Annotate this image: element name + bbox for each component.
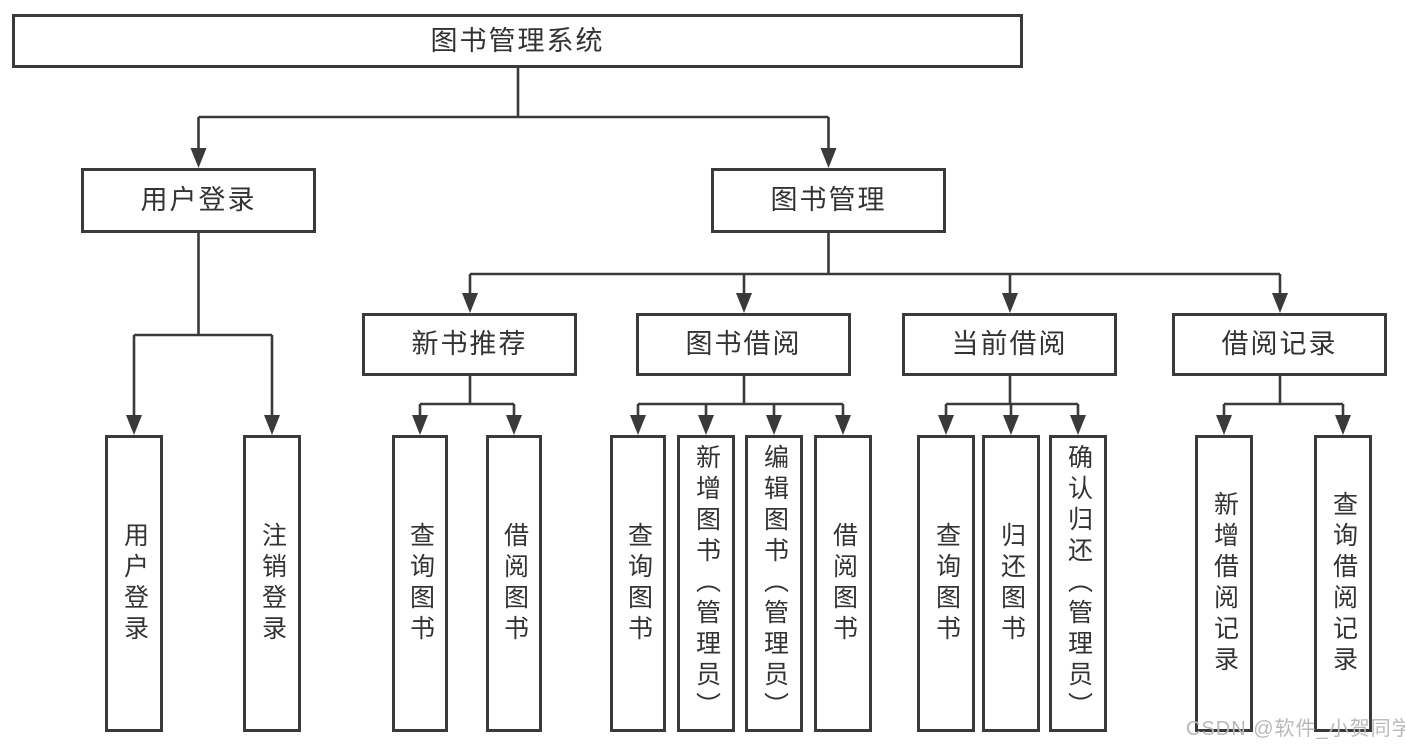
arrowhead-icon bbox=[1272, 293, 1288, 313]
node-label: 借阅记录 bbox=[1221, 329, 1338, 359]
arrowhead-icon bbox=[736, 293, 752, 313]
arrowhead-icon bbox=[1216, 415, 1232, 435]
arrowhead-icon bbox=[264, 415, 280, 435]
node-leaf-user-login: 用户登录 bbox=[105, 435, 163, 732]
node-leaf-confirm-return-admin: 确认归还（管理员） bbox=[1049, 435, 1107, 732]
node-book-management: 图书管理 bbox=[711, 168, 946, 233]
arrowhead-icon bbox=[506, 415, 522, 435]
csdn-watermark: CSDN @软件_小贺同学 bbox=[1186, 718, 1405, 740]
arrowhead-icon bbox=[630, 415, 646, 435]
arrowhead-icon bbox=[1002, 293, 1018, 313]
node-leaf-query-books-3: 查询图书 bbox=[917, 435, 975, 732]
node-label: 借阅图书 bbox=[829, 521, 858, 646]
arrowhead-icon bbox=[820, 148, 837, 168]
node-leaf-edit-books-admin: 编辑图书（管理员） bbox=[745, 435, 803, 732]
node-leaf-borrow-books-1: 借阅图书 bbox=[486, 435, 542, 732]
connector-root-to-level2 bbox=[197, 68, 830, 152]
node-label: 查询图书 bbox=[624, 521, 653, 646]
arrowhead-icon bbox=[1003, 415, 1019, 435]
node-leaf-add-books-admin: 新增图书（管理员） bbox=[677, 435, 735, 732]
node-library-management-system: 图书管理系统 bbox=[12, 14, 1023, 68]
arrowhead-icon bbox=[412, 415, 428, 435]
node-label: 用户登录 bbox=[140, 185, 257, 215]
arrowhead-icon bbox=[835, 415, 851, 435]
connector-borrow-to-leaves bbox=[636, 376, 845, 419]
node-label: 新增借阅记录 bbox=[1210, 490, 1239, 677]
connector-bookmgmt-to-level3 bbox=[468, 233, 1282, 297]
node-leaf-return-books: 归还图书 bbox=[982, 435, 1040, 732]
node-new-book-recommendation: 新书推荐 bbox=[362, 313, 577, 376]
node-label: 查询借阅记录 bbox=[1329, 490, 1358, 677]
arrowhead-icon bbox=[462, 293, 478, 313]
arrowhead-icon bbox=[190, 148, 207, 168]
arrowhead-icon bbox=[1335, 415, 1351, 435]
node-label: 图书管理 bbox=[770, 185, 887, 215]
node-leaf-query-books-2: 查询图书 bbox=[610, 435, 666, 732]
arrowhead-icon bbox=[938, 415, 954, 435]
node-leaf-query-borrow-record: 查询借阅记录 bbox=[1314, 435, 1372, 732]
node-label: 当前借阅 bbox=[951, 329, 1068, 359]
arrowhead-icon bbox=[766, 415, 782, 435]
node-label: 确认归还（管理员） bbox=[1064, 444, 1093, 723]
connector-records-to-leaves bbox=[1222, 376, 1345, 419]
arrowhead-icon bbox=[1070, 415, 1086, 435]
arrowhead-icon bbox=[126, 415, 142, 435]
node-current-borrowing: 当前借阅 bbox=[902, 313, 1117, 376]
node-label: 用户登录 bbox=[120, 521, 149, 646]
node-leaf-add-borrow-record: 新增借阅记录 bbox=[1195, 435, 1253, 732]
node-leaf-query-books-1: 查询图书 bbox=[392, 435, 448, 732]
node-book-borrowing: 图书借阅 bbox=[636, 313, 851, 376]
node-label: 查询图书 bbox=[406, 521, 435, 646]
node-label: 图书借阅 bbox=[685, 329, 802, 359]
node-borrowing-records: 借阅记录 bbox=[1172, 313, 1387, 376]
node-label: 图书管理系统 bbox=[430, 25, 605, 56]
node-label: 新书推荐 bbox=[411, 329, 528, 359]
node-label: 编辑图书（管理员） bbox=[760, 444, 789, 723]
node-label: 借阅图书 bbox=[500, 521, 529, 646]
node-label: 注销登录 bbox=[258, 521, 287, 646]
node-user-login: 用户登录 bbox=[81, 168, 316, 233]
node-label: 新增图书（管理员） bbox=[692, 444, 721, 723]
connector-newbook-to-leaves bbox=[418, 376, 516, 419]
node-label: 查询图书 bbox=[932, 521, 961, 646]
connector-userlogin-to-leaves bbox=[132, 233, 274, 419]
arrowhead-icon bbox=[698, 415, 714, 435]
node-leaf-logout: 注销登录 bbox=[243, 435, 301, 732]
node-leaf-borrow-books-2: 借阅图书 bbox=[814, 435, 872, 732]
node-label: 归还图书 bbox=[997, 521, 1026, 646]
connector-current-to-leaves bbox=[944, 376, 1080, 419]
